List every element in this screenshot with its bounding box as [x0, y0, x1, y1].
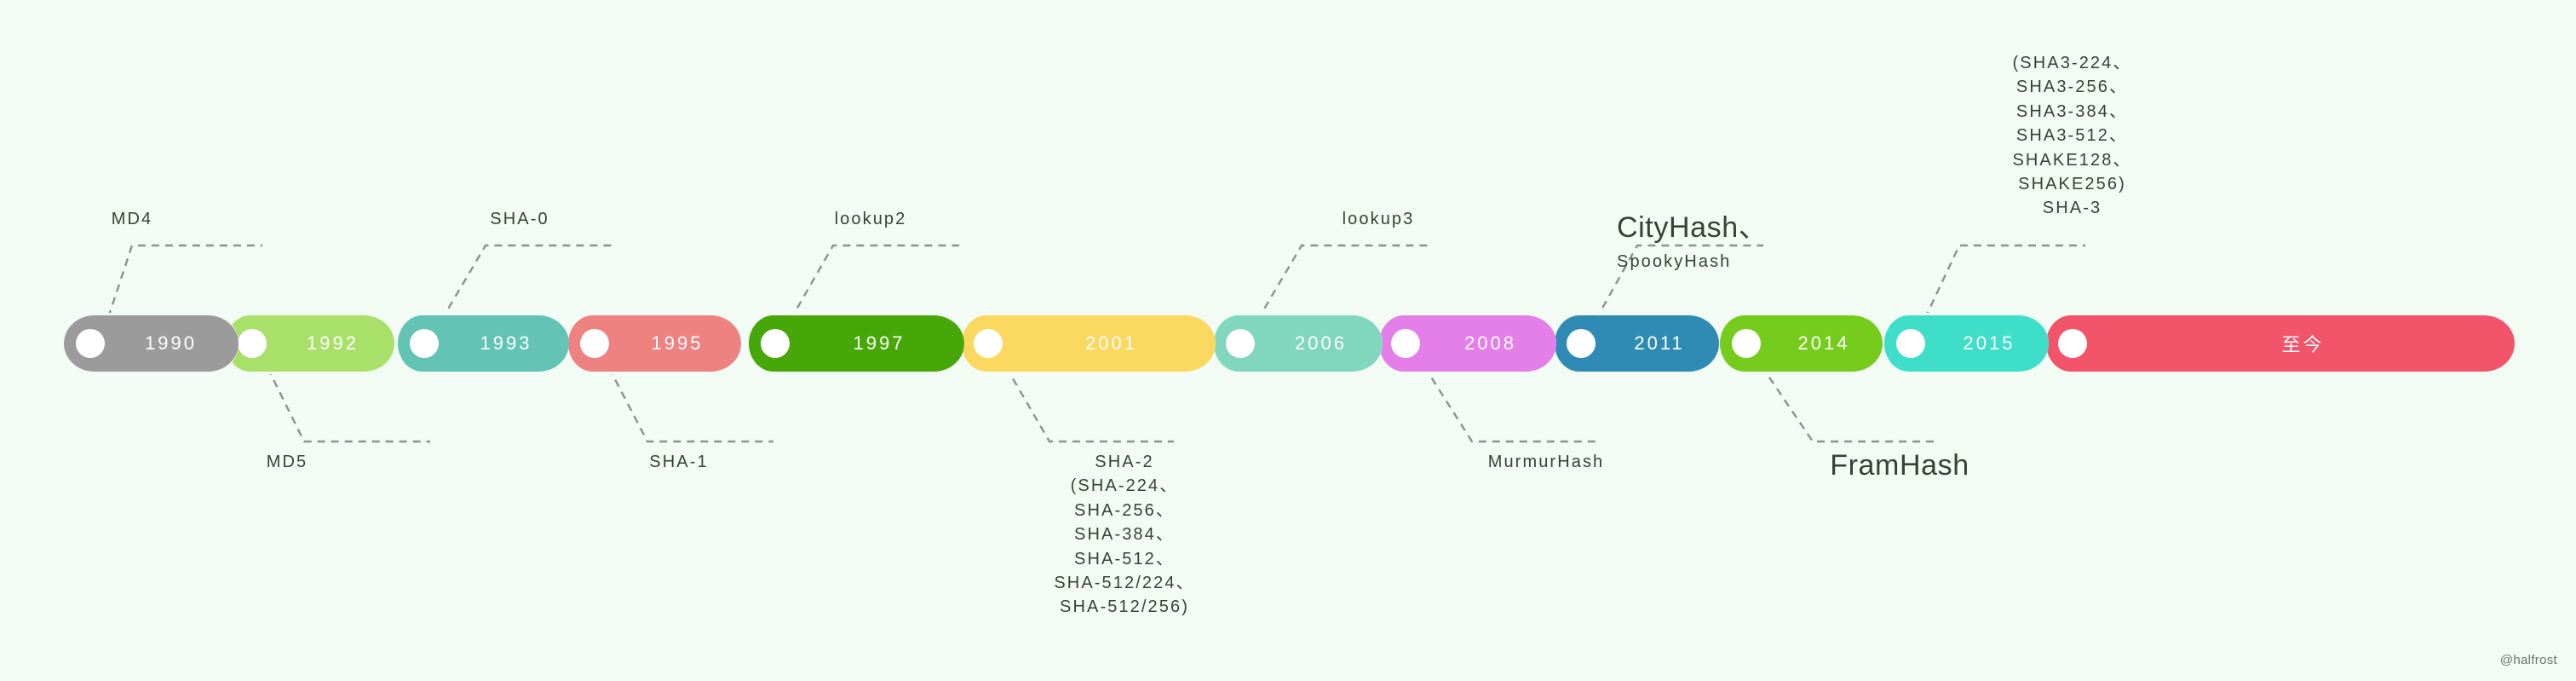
- annotation-text-sha-0: SHA-0: [490, 210, 549, 228]
- annotation-text-murmurhash: MurmurHash: [1487, 453, 1605, 471]
- annotation-sha-3: (SHA3-224、 SHA3-256、 SHA3-384、 SHA3-512、…: [1959, 51, 2185, 221]
- timeline-node-dot: [410, 329, 439, 358]
- annotation-framhash: FramHash: [1780, 445, 2019, 486]
- timeline-year-label: 至今: [2281, 334, 2325, 355]
- timeline-year-label: 1993: [480, 332, 532, 354]
- timeline-node-dot: [1732, 329, 1761, 358]
- timeline-year-label: 1992: [307, 332, 359, 354]
- timeline-segment[interactable]: 2014: [1714, 313, 1883, 374]
- timeline-year-label: 2006: [1295, 332, 1347, 354]
- timeline-segment[interactable]: 2006: [1208, 313, 1383, 374]
- annotation-sha-0: SHA-0: [447, 207, 592, 231]
- annotation-cityhash-spookyhash: CityHash、 SpookyHash: [1617, 207, 1813, 274]
- timeline-node-dot: [1567, 329, 1596, 358]
- timeline-node-dot: [580, 329, 609, 358]
- timeline-segment[interactable]: 1995: [562, 313, 741, 374]
- timeline-node-dot: [1391, 329, 1420, 358]
- annotation-text-cityhash-spookyhash: SpookyHash: [1617, 252, 1732, 272]
- timeline-node-dot: [761, 329, 790, 358]
- timeline-node-dot: [1226, 329, 1255, 358]
- annotation-text-md5: MD5: [266, 453, 308, 471]
- timeline-node-dot: [238, 329, 267, 358]
- annotation-text-sha-2: SHA-2 (SHA-224、 SHA-256、 SHA-384、 SHA-51…: [1054, 453, 1195, 617]
- annotation-text-md4: MD4: [111, 210, 153, 228]
- timeline-year-label: 1997: [853, 332, 906, 354]
- timeline-year-label: 2008: [1464, 332, 1516, 354]
- annotation-text-sha-1: SHA-1: [649, 453, 709, 471]
- timeline-segment[interactable]: 2015: [1878, 313, 2049, 374]
- timeline-segment[interactable]: 1997: [743, 313, 964, 374]
- timeline-segment[interactable]: 2008: [1373, 313, 1556, 374]
- timeline-segment[interactable]: 2011: [1549, 313, 1719, 374]
- annotation-md5: MD5: [223, 450, 351, 474]
- annotation-md4: MD4: [68, 207, 196, 231]
- timeline-segment[interactable]: 至今: [2040, 313, 2515, 374]
- timeline-node-dot: [76, 329, 105, 358]
- timeline-year-label: 2015: [1963, 332, 2015, 354]
- timeline-segment[interactable]: 1993: [392, 313, 569, 374]
- annotation-text-sha-3: (SHA3-224、 SHA3-256、 SHA3-384、 SHA3-512、…: [2012, 54, 2132, 218]
- timeline-year-label: 1995: [651, 332, 704, 354]
- annotation-sha-2: SHA-2 (SHA-224、 SHA-256、 SHA-384、 SHA-51…: [1014, 450, 1235, 620]
- annotation-lookup2: lookup2: [794, 207, 947, 231]
- annotation-text-framhash: FramHash: [1830, 449, 1969, 482]
- annotation-title-cityhash-spookyhash: CityHash、: [1617, 211, 1768, 244]
- timeline-year-label: 2001: [1085, 332, 1137, 354]
- timeline-year-label: 2014: [1797, 332, 1850, 354]
- timeline-node-dot: [1896, 329, 1925, 358]
- timeline-node-dot: [974, 329, 1003, 358]
- timeline-segment[interactable]: 1990: [64, 313, 239, 374]
- timeline-segment[interactable]: 2001: [956, 313, 1216, 374]
- timeline-segment[interactable]: 1992: [220, 313, 394, 374]
- watermark: @halfrost: [2499, 653, 2557, 667]
- annotation-murmurhash: MurmurHash: [1448, 450, 1644, 474]
- timeline-node-dot: [2058, 329, 2087, 358]
- annotation-sha-1: SHA-1: [607, 450, 751, 474]
- annotation-text-lookup3: lookup3: [1342, 210, 1415, 228]
- timeline-year-label: 1990: [145, 332, 197, 354]
- annotation-text-lookup2: lookup2: [834, 210, 907, 228]
- timeline-year-label: 2011: [1634, 332, 1685, 354]
- annotation-lookup3: lookup3: [1302, 207, 1455, 231]
